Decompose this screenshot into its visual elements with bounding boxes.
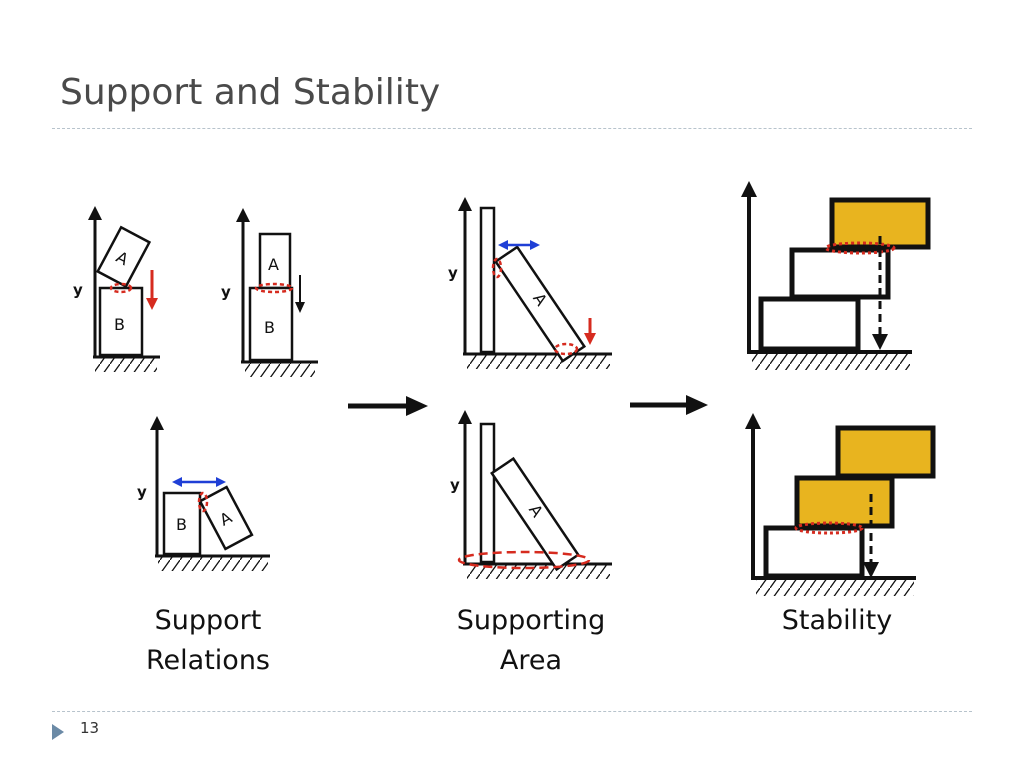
- box-b: [98, 286, 144, 357]
- caption-line: Support: [154, 605, 262, 636]
- motion-arrowhead-right: [216, 477, 226, 487]
- supporting-area-marker: [457, 550, 591, 570]
- y-axis-label: y: [450, 476, 460, 494]
- box-b: [162, 491, 202, 556]
- center-of-mass-arrowhead: [872, 334, 888, 350]
- panel-support-stacked: y A B: [221, 208, 318, 377]
- ground-hatch: [245, 363, 315, 377]
- support-region-marker: [824, 241, 896, 255]
- panel-supporting-area-bottom: y A: [450, 410, 612, 579]
- caption-support-relations: Support Relations: [138, 601, 278, 681]
- caption-supporting-area: Supporting Area: [446, 601, 616, 681]
- plank-a: [490, 456, 580, 572]
- contact-marker-bottom: [553, 342, 579, 356]
- y-axis-arrowhead: [745, 413, 761, 429]
- caption-line: Relations: [146, 645, 270, 676]
- box-b-label: B: [114, 315, 125, 334]
- y-axis-label: y: [73, 281, 83, 299]
- panel-support-on-top: y B A: [73, 206, 160, 372]
- motion-arrowhead-left: [498, 240, 508, 250]
- block-bottom: [758, 296, 861, 352]
- slide-marker-icon: [52, 724, 64, 740]
- block-top-stable: [835, 425, 936, 479]
- slide-title: Support and Stability: [60, 72, 441, 113]
- box-a-tilted: [95, 225, 152, 289]
- contact-marker: [109, 282, 133, 294]
- y-axis-arrowhead: [88, 206, 102, 220]
- flow-arrow-1: [348, 396, 428, 416]
- block-bottom: [763, 525, 865, 579]
- y-axis-label: y: [448, 264, 458, 282]
- ground-hatch: [756, 580, 914, 596]
- page-number: 13: [80, 719, 100, 737]
- y-axis-arrowhead: [741, 181, 757, 197]
- y-axis-arrowhead: [150, 416, 164, 430]
- support-region-marker: [794, 521, 864, 535]
- center-of-mass-arrowhead: [863, 562, 879, 578]
- box-b-label: B: [264, 318, 275, 337]
- panel-stability-bottom: [745, 413, 936, 596]
- caption-stability: Stability: [772, 601, 902, 641]
- caption-line: Area: [499, 645, 563, 676]
- box-b: [248, 286, 294, 362]
- gravity-arrowhead: [584, 333, 596, 345]
- box-a-tilted: [198, 485, 254, 551]
- block-middle: [789, 247, 891, 300]
- y-axis-arrowhead: [458, 197, 472, 211]
- wall-pole: [479, 206, 496, 354]
- gravity-arrowhead: [295, 302, 305, 313]
- panel-stability-top: [741, 181, 931, 370]
- motion-arrowhead-right: [530, 240, 540, 250]
- wall-pole: [479, 422, 496, 564]
- y-axis-label: y: [221, 283, 231, 301]
- box-b-label: B: [176, 515, 187, 534]
- ground-hatch: [95, 358, 157, 372]
- plank-a: [493, 245, 587, 363]
- caption-line: Stability: [781, 605, 893, 636]
- ground-hatch: [752, 354, 910, 370]
- ground-hatch: [158, 557, 268, 571]
- motion-arrowhead-left: [172, 477, 182, 487]
- y-axis-arrowhead: [236, 208, 250, 222]
- contact-marker: [254, 282, 294, 294]
- contact-marker-top: [491, 257, 503, 279]
- panel-supporting-area-top: y A: [448, 197, 612, 369]
- ground-hatch: [467, 355, 610, 369]
- block-top-stable: [829, 197, 931, 250]
- y-axis-arrowhead: [458, 410, 472, 424]
- block-middle-stable: [794, 475, 895, 529]
- contact-marker: [197, 491, 209, 513]
- y-axis-label: y: [137, 483, 147, 501]
- title-divider: [52, 128, 972, 129]
- box-a-label: A: [268, 255, 279, 274]
- flow-arrow-2: [630, 395, 708, 415]
- panel-support-side: y B A: [137, 416, 270, 571]
- gravity-arrowhead: [146, 298, 158, 310]
- footer-divider: [52, 711, 972, 712]
- caption-line: Supporting: [456, 605, 606, 636]
